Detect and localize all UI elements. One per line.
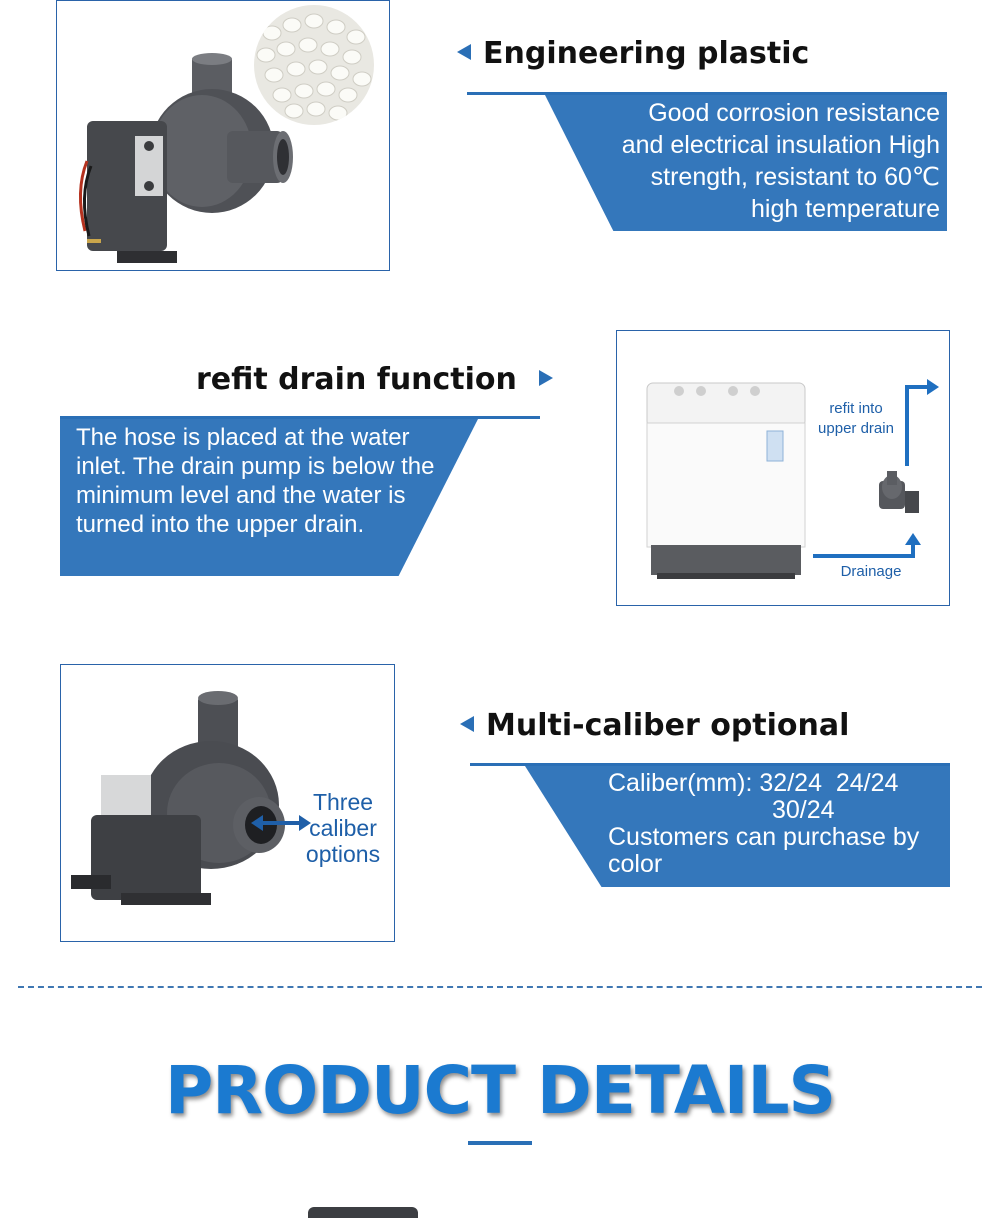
- callout-line3: options: [305, 841, 381, 867]
- double-arrow-icon: [251, 815, 311, 831]
- heading-underline: [470, 763, 950, 766]
- callout-line1: Three: [312, 789, 374, 815]
- engineering-plastic-heading: Engineering plastic: [457, 36, 809, 71]
- drain-diagram-frame: refit into upper drain Drainage: [616, 330, 950, 606]
- description-panel-3: [525, 766, 950, 887]
- caliber-label: Caliber(mm):: [608, 769, 753, 797]
- upper-drain-label-line2: upper drain: [818, 420, 894, 437]
- pump-image-frame-3: Three caliber options: [60, 664, 395, 942]
- description-panel-2: [60, 419, 478, 576]
- upper-drain-label: refit into upper drain: [801, 399, 911, 439]
- caliber-values-1: 32/24 24/24: [759, 769, 899, 797]
- engineering-plastic-description: Good corrosion resistance and electrical…: [621, 99, 940, 223]
- heading-underline: [60, 416, 540, 419]
- triangle-left-icon: [460, 715, 474, 732]
- plastic-pellets-icon: [254, 5, 374, 125]
- purchase-note: Customers can purchase by color: [608, 823, 920, 878]
- drain-pump-icon: [78, 53, 293, 263]
- heading-underline: [467, 92, 947, 95]
- heading-text: Multi-caliber optional: [486, 708, 850, 743]
- caliber-line: Caliber(mm): 32/24 24/24: [608, 770, 948, 797]
- heading-text: Engineering plastic: [483, 36, 810, 71]
- description-panel-1: [545, 95, 947, 231]
- title-underline: [468, 1141, 532, 1145]
- drain-pump-icon: [71, 691, 285, 905]
- callout-line2: caliber: [309, 815, 377, 841]
- multi-caliber-description: Caliber(mm): 32/24 24/24 30/24 Customers…: [608, 770, 948, 878]
- drainage-label: Drainage: [840, 563, 902, 580]
- multi-caliber-heading: Multi-caliber optional: [460, 708, 849, 743]
- three-caliber-callout: Three caliber options: [291, 789, 394, 867]
- upper-drain-label-line1: refit into: [829, 400, 883, 417]
- triangle-right-icon: [538, 369, 553, 386]
- washing-machine-icon: [646, 379, 939, 579]
- caliber-values-2: 30/24: [772, 796, 835, 824]
- pump-image-frame-1: [56, 0, 390, 271]
- heading-text: refit drain function: [196, 362, 517, 397]
- product-details-title: PRODUCT DETAILS: [164, 1052, 836, 1129]
- refit-drain-heading: refit drain function: [196, 362, 553, 397]
- refit-drain-description: The hose is placed at the water inlet. T…: [76, 424, 435, 538]
- section-divider: [18, 986, 982, 988]
- triangle-left-icon: [457, 43, 471, 60]
- product-image-top: [308, 1207, 418, 1218]
